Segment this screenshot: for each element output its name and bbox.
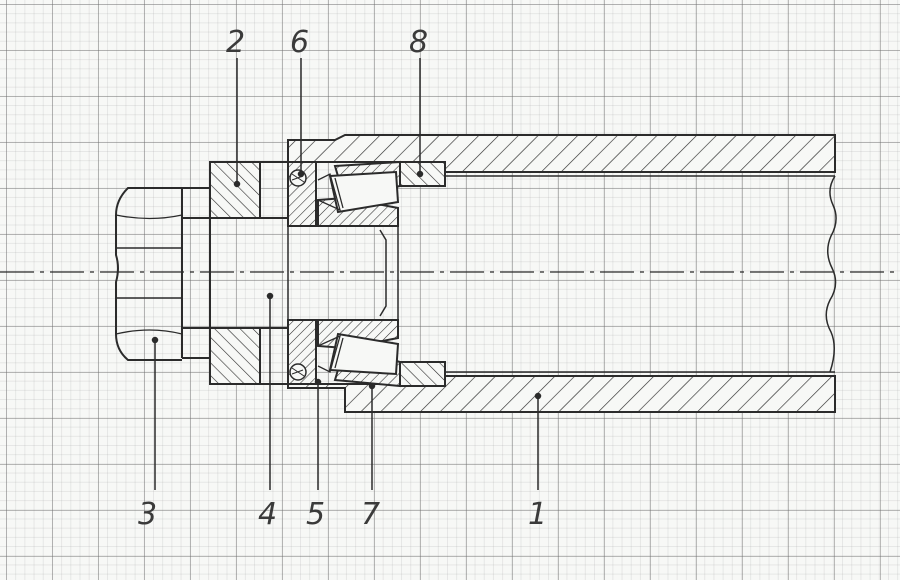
tapered-roller-bearing: [317, 160, 401, 388]
break-line: [825, 175, 837, 373]
spacer-ring-bottom: [399, 361, 446, 387]
label-part-5: 5: [306, 497, 325, 532]
label-part-2: 2: [226, 25, 245, 60]
label-part-4: 4: [258, 497, 277, 532]
spacer-ring-top: [399, 161, 446, 187]
spacer-ring: [399, 161, 446, 387]
tube-wall-top: [287, 134, 836, 173]
label-part-3: 3: [138, 497, 157, 532]
label-part-8: 8: [409, 25, 428, 60]
hex-head-bolt: [115, 187, 183, 361]
label-part-7: 7: [361, 497, 380, 532]
lock-nut-top: [209, 161, 261, 219]
lock-nut-bottom: [209, 327, 261, 385]
lock-nut: [209, 140, 289, 388]
label-part-6: 6: [290, 25, 309, 60]
label-part-1: 1: [528, 497, 547, 532]
seal-housing: [287, 161, 317, 385]
o-ring: [289, 169, 307, 381]
leader-lines: [151, 58, 542, 490]
